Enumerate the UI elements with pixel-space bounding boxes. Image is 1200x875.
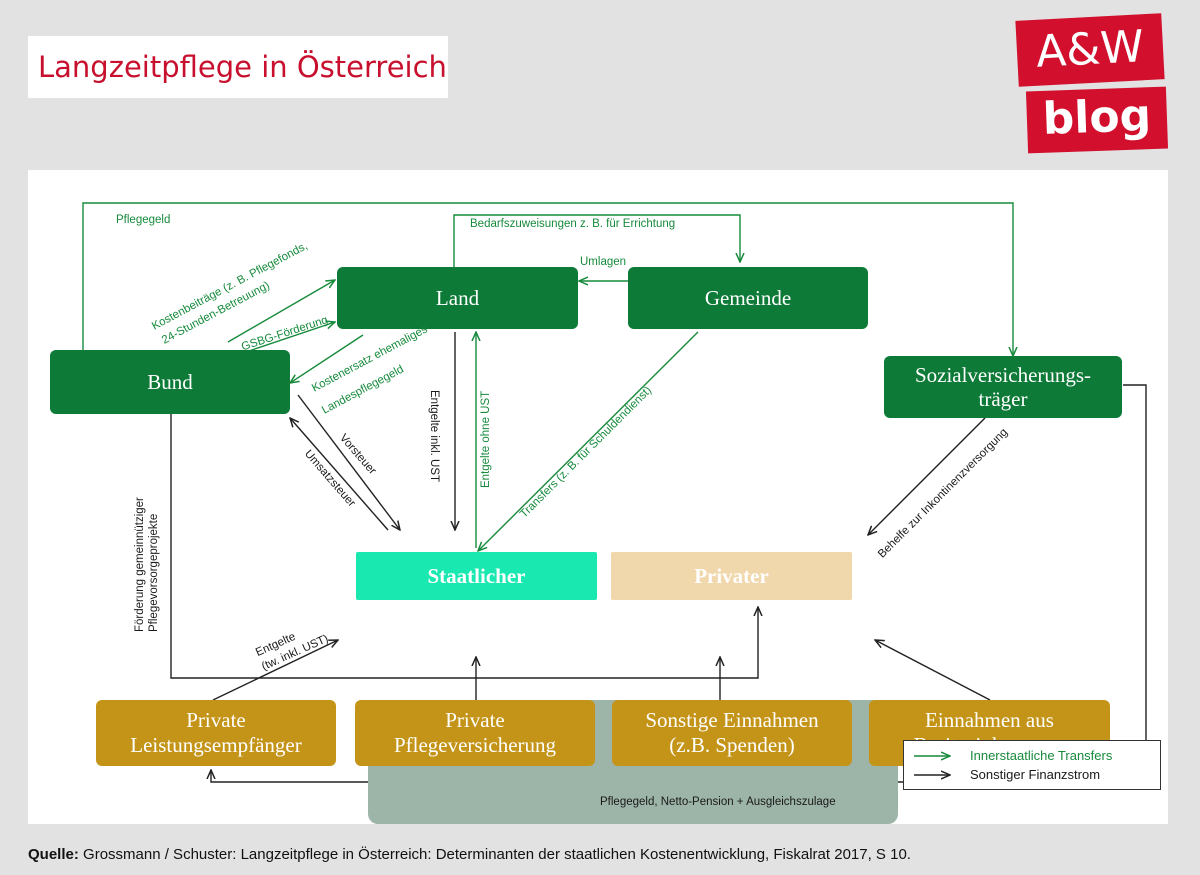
node-privater-label: Privater bbox=[694, 563, 769, 588]
source-text: Grossmann / Schuster: Langzeitpflege in … bbox=[83, 846, 911, 863]
pflegedienstleister-title: Pflegedienstleister bbox=[368, 606, 898, 636]
arrow-bedarfszuweisungen bbox=[453, 214, 740, 267]
arrow-umsatzsteuer bbox=[290, 418, 389, 531]
label-foerderung-1: Förderung gemeinnütziger bbox=[134, 497, 146, 632]
node-staatlicher-label: Staatlicher bbox=[427, 563, 526, 588]
aw-blog-logo[interactable]: A&W blog bbox=[1015, 13, 1169, 154]
node-sonstige-einnahmen: Sonstige Einnahmen (z.B. Spenden) bbox=[612, 700, 852, 766]
arrow-kostenbeitraege bbox=[227, 280, 335, 343]
diagram-panel: Land Gemeinde Bund Sozialversicherungs- … bbox=[28, 170, 1168, 824]
node-ple-line-1: Private bbox=[186, 708, 246, 732]
label-foerderung-2: Pflegevorsorgeprojekte bbox=[148, 513, 160, 632]
title-box: Langzeitpflege in Österreich bbox=[28, 36, 448, 98]
legend-other-label: Sonstiger Finanzstrom bbox=[970, 767, 1101, 782]
legend-inner-label: Innerstaatliche Transfers bbox=[970, 748, 1113, 763]
arrow-foerderung bbox=[170, 414, 758, 679]
node-gemeinde-label: Gemeinde bbox=[704, 285, 792, 310]
node-private-pflegeversicherung: Private Pflegeversicherung bbox=[355, 700, 595, 766]
node-private-leistungsempfaenger: Private Leistungsempfänger bbox=[96, 700, 336, 766]
node-gemeinde: Gemeinde bbox=[628, 267, 868, 329]
arrow-transfers bbox=[478, 331, 699, 551]
node-staatlicher: Staatlicher bbox=[356, 552, 597, 600]
arrow-pflegegeld bbox=[82, 202, 1013, 356]
arrow-behelfe bbox=[868, 417, 986, 535]
label-pflegegeld: Pflegegeld bbox=[116, 214, 171, 226]
page-title: Langzeitpflege in Österreich bbox=[38, 50, 447, 84]
node-ppv-line-1: Private bbox=[445, 708, 505, 732]
legend-swatches bbox=[914, 741, 964, 789]
source-label: Quelle: bbox=[28, 846, 79, 863]
label-entgelte-ohne-ust: Entgelte ohne UST bbox=[480, 390, 492, 488]
label-umlagen: Umlagen bbox=[580, 256, 627, 268]
arrow-besitzeinkommen bbox=[875, 640, 991, 701]
node-bund: Bund bbox=[50, 350, 290, 414]
label-bedarfszuweisungen: Bedarfszuweisungen z. B. für Errichtung bbox=[470, 218, 676, 230]
node-sv-line-2: träger bbox=[978, 387, 1028, 411]
node-se-line-2: (z.B. Spenden) bbox=[669, 733, 795, 757]
node-eb-line-1: Einnahmen aus bbox=[925, 708, 1054, 732]
node-privater: Privater bbox=[611, 552, 852, 600]
node-ple-line-2: Leistungsempfänger bbox=[130, 733, 302, 757]
logo-line-2: blog bbox=[1025, 86, 1169, 154]
node-land: Land bbox=[337, 267, 578, 329]
node-sozialversicherungstraeger: Sozialversicherungs- träger bbox=[884, 356, 1122, 418]
source-line: Quelle: Grossmann / Schuster: Langzeitpf… bbox=[28, 846, 911, 863]
arrow-vorsteuer bbox=[297, 394, 400, 530]
pflegedienstleister-label: Pflegedienstleister bbox=[547, 608, 719, 633]
node-bund-label: Bund bbox=[147, 369, 193, 394]
node-ppv-line-2: Pflegeversicherung bbox=[393, 733, 557, 757]
node-sv-line-1: Sozialversicherungs- bbox=[914, 363, 1092, 387]
arrow-gsbg bbox=[242, 322, 335, 354]
arrow-entgelte-tw bbox=[212, 640, 338, 701]
node-se-line-1: Sonstige Einnahmen bbox=[645, 708, 819, 732]
arrow-kostenersatz bbox=[290, 334, 364, 383]
logo-line-1: A&W bbox=[1015, 13, 1165, 87]
node-land-label: Land bbox=[435, 285, 480, 310]
label-entgelte-inkl-ust: Entgelte inkl. UST bbox=[428, 390, 440, 483]
legend: Innerstaatliche Transfers Sonstiger Fina… bbox=[903, 740, 1161, 790]
label-pension: Pflegegeld, Netto-Pension + Ausgleichszu… bbox=[600, 796, 836, 808]
